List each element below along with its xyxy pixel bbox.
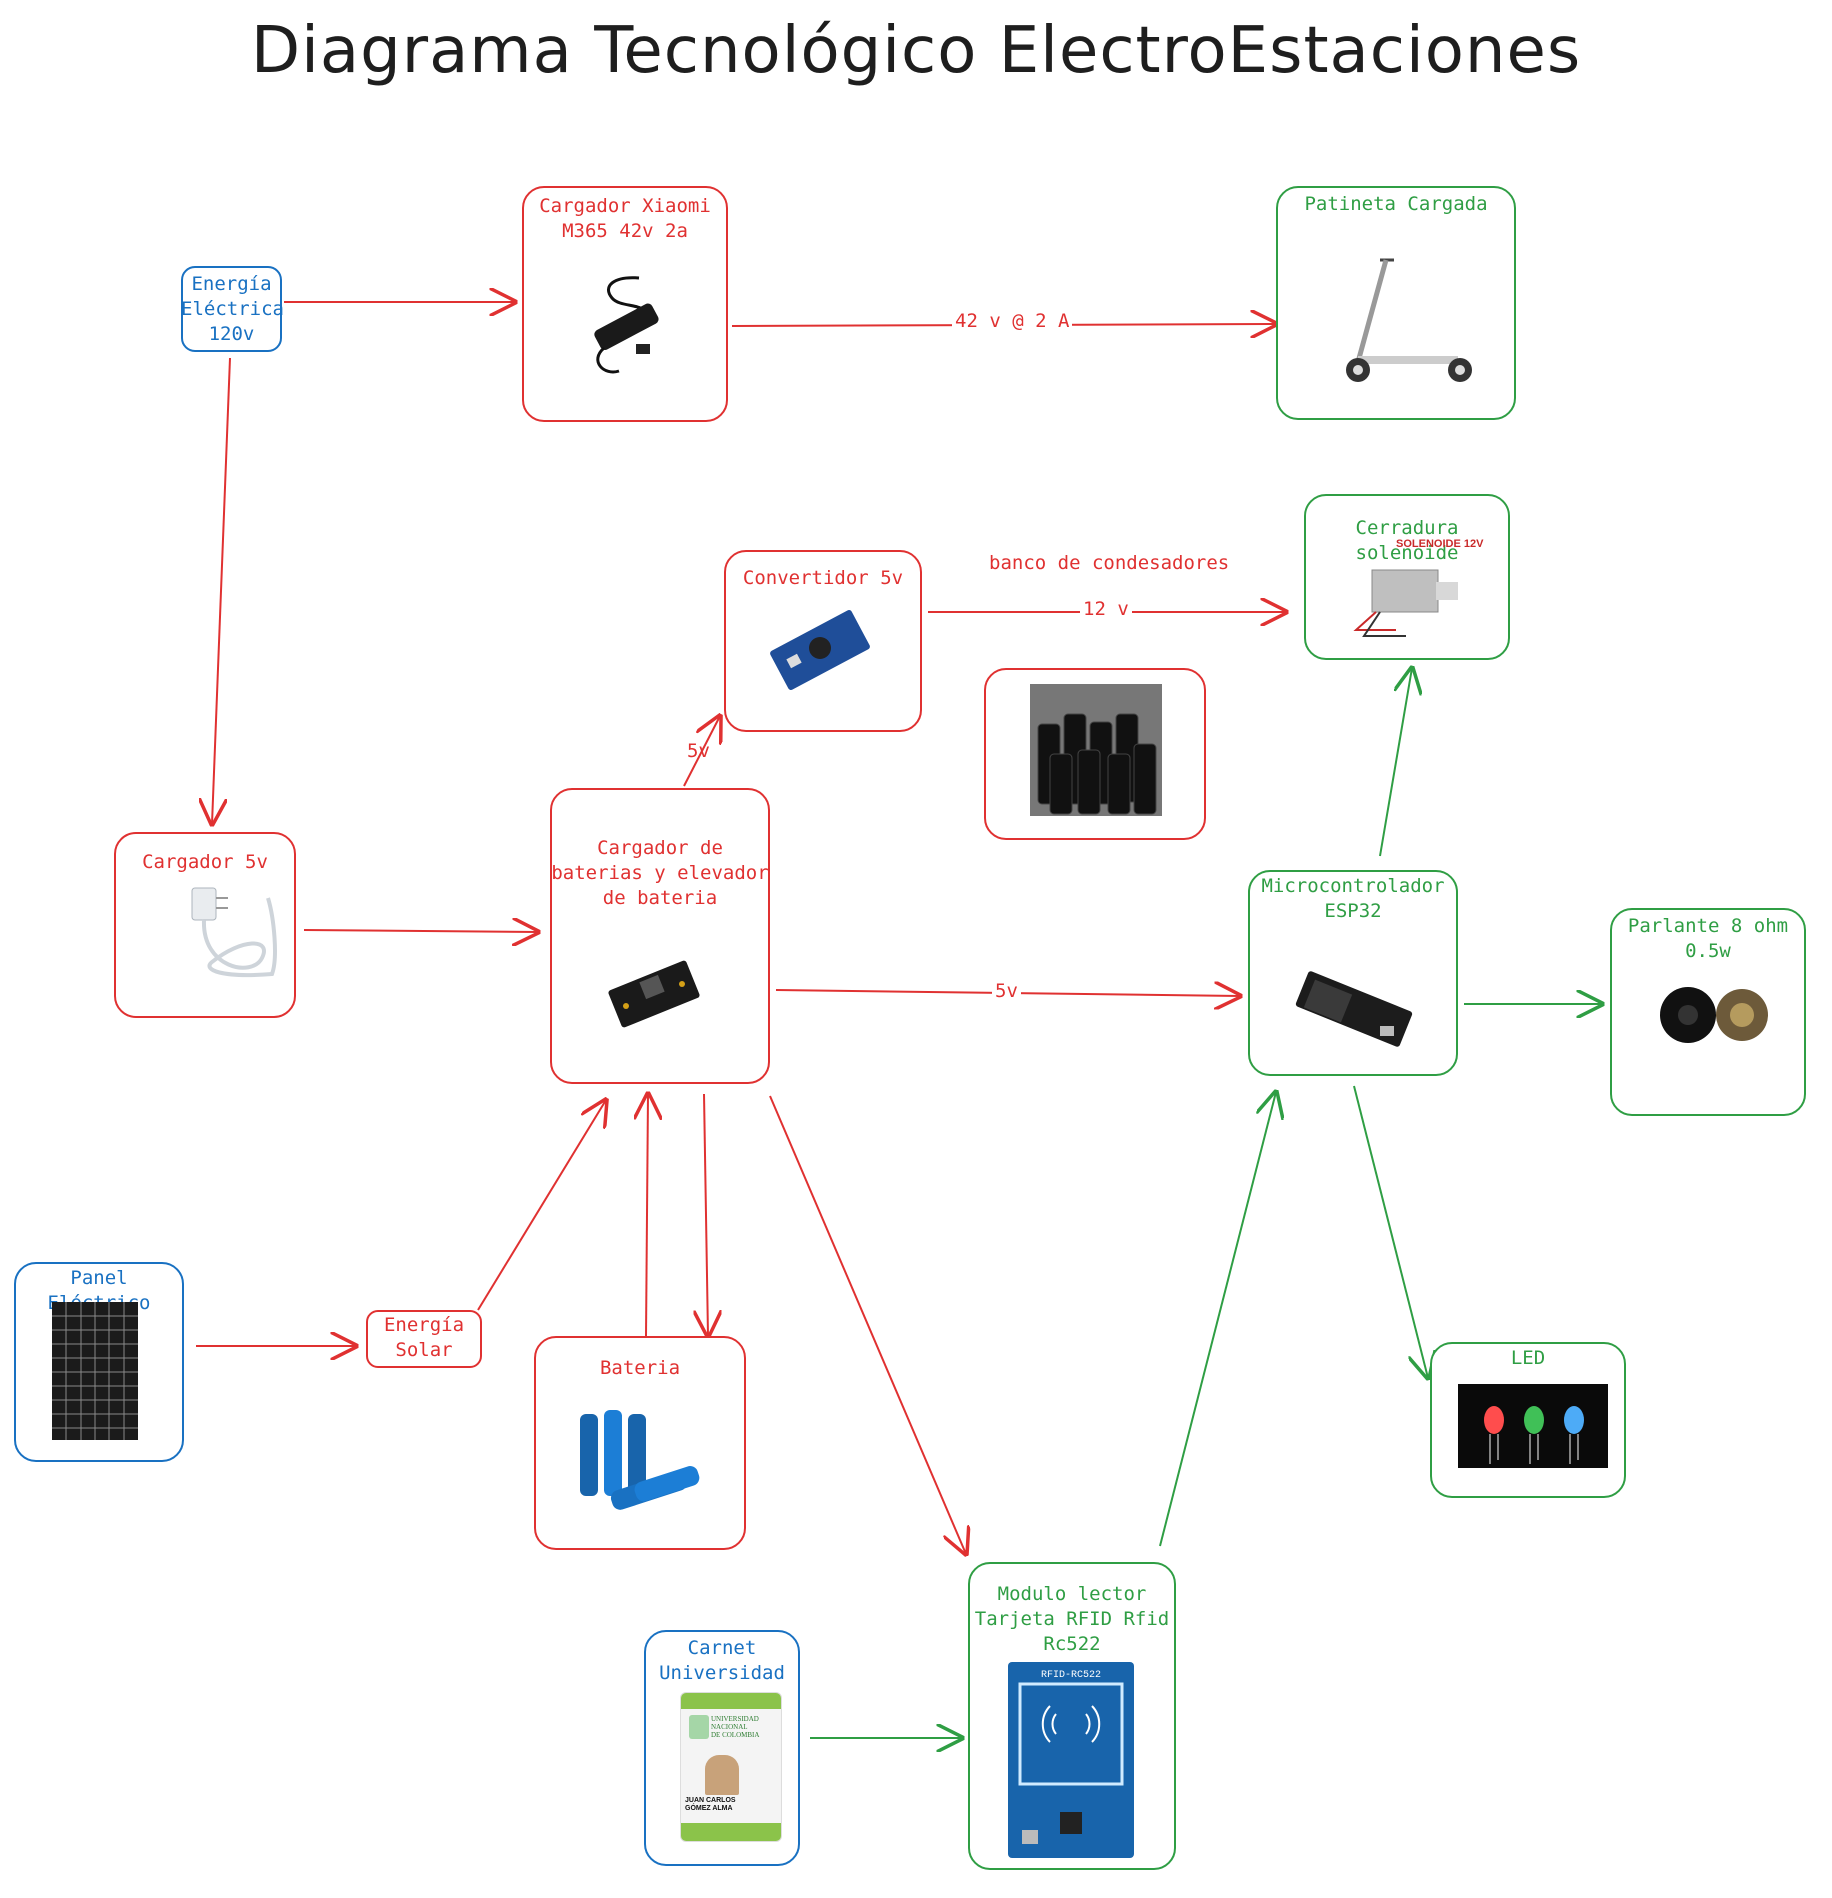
arrow-energia-to-cargador5v bbox=[212, 357, 231, 824]
node-patineta[interactable] bbox=[1276, 186, 1516, 420]
arrow-rfid-to-micro bbox=[1159, 1092, 1276, 1547]
node-cargador-xiaomi-label: Cargador Xiaomi M365 42v 2a bbox=[539, 195, 711, 242]
rfid-board-image: RFID-RC522 bbox=[1008, 1662, 1134, 1858]
capacitor-bank-image bbox=[1030, 684, 1162, 816]
node-energia-solar-label: Energía Solar bbox=[383, 1314, 465, 1361]
arrow-micro-to-led bbox=[1353, 1085, 1428, 1378]
node-cerradura[interactable] bbox=[1304, 494, 1510, 660]
power-adapter-image bbox=[594, 276, 659, 374]
led-image bbox=[1458, 1384, 1608, 1468]
edge-label-banco: banco de condesadores bbox=[989, 552, 1230, 574]
node-led-label: LED bbox=[1510, 1347, 1546, 1369]
node-energia-electrica-label: Energía Eléctrica 120v bbox=[181, 273, 284, 345]
node-rfid-label: Modulo lector Tarjeta RFID Rfid Rc522 bbox=[974, 1583, 1170, 1655]
node-carnet-label: Carnet Universidad bbox=[659, 1637, 785, 1684]
node-energia-electrica[interactable] bbox=[181, 266, 282, 352]
arrow-bateria-to-baterias bbox=[646, 1094, 648, 1337]
solenoid-lock-image bbox=[1353, 569, 1458, 637]
node-microcontrolador-label: Microcontrolador ESP32 bbox=[1261, 875, 1445, 922]
node-cerradura-label: Cerradura solenoide bbox=[1355, 517, 1459, 564]
scooter-image bbox=[1346, 258, 1472, 382]
arrow-solar-to-baterias bbox=[477, 1100, 606, 1311]
buck-converter-image bbox=[770, 610, 870, 690]
arrow-micro-to-cerradura bbox=[1379, 668, 1412, 857]
battery-booster-board-image bbox=[608, 960, 700, 1028]
usb-charger-image bbox=[191, 887, 277, 978]
lithium-batteries-image bbox=[580, 1410, 700, 1510]
arrow-baterias-to-rfid bbox=[769, 1095, 966, 1554]
diagram-title: Diagrama Tecnológico ElectroEstaciones bbox=[250, 14, 1582, 88]
edge-label-42v: 42 v @ 2 A bbox=[952, 310, 1073, 332]
edge-label-5v-micro: 5v bbox=[992, 980, 1021, 1002]
edge-label-5v-convertidor: 5v bbox=[687, 740, 710, 762]
node-convertidor-label: Convertidor 5v bbox=[742, 567, 904, 589]
speaker-image bbox=[1660, 987, 1768, 1043]
arrow-baterias-to-convertidor bbox=[683, 716, 720, 787]
node-bateria-label: Bateria bbox=[599, 1357, 681, 1379]
node-cargador-baterias-label: Cargador de baterias y elevador de bater… bbox=[551, 837, 769, 909]
solar-panel-image bbox=[52, 1302, 138, 1440]
arrow-baterias-to-bateria bbox=[704, 1093, 708, 1336]
card-name: JUAN CARLOS GÓMEZ ALMA bbox=[685, 1797, 736, 1812]
node-parlante-label: Parlante 8 ohm 0.5w bbox=[1627, 915, 1789, 962]
arrow-cargador5v-to-baterias bbox=[303, 930, 538, 932]
node-microcontrolador[interactable] bbox=[1248, 870, 1458, 1076]
solenoide-caption: SOLENOIDE 12V bbox=[1396, 538, 1484, 550]
node-cargador-baterias[interactable] bbox=[550, 788, 770, 1084]
node-patineta-label: Patineta Cargada bbox=[1304, 193, 1488, 215]
esp32-board-image bbox=[1295, 971, 1413, 1047]
rfid-board-label: RFID-RC522 bbox=[1040, 1670, 1101, 1681]
card-photo bbox=[705, 1755, 739, 1795]
card-university-text: UNIVERSIDAD NACIONAL DE COLOMBIA bbox=[711, 1715, 760, 1739]
university-id-card-image: UNIVERSIDAD NACIONAL DE COLOMBIA JUAN CA… bbox=[680, 1692, 782, 1842]
edge-label-12v: 12 v bbox=[1080, 598, 1132, 620]
node-cargador-5v-label: Cargador 5v bbox=[142, 851, 268, 873]
node-energia-solar[interactable] bbox=[366, 1310, 482, 1368]
